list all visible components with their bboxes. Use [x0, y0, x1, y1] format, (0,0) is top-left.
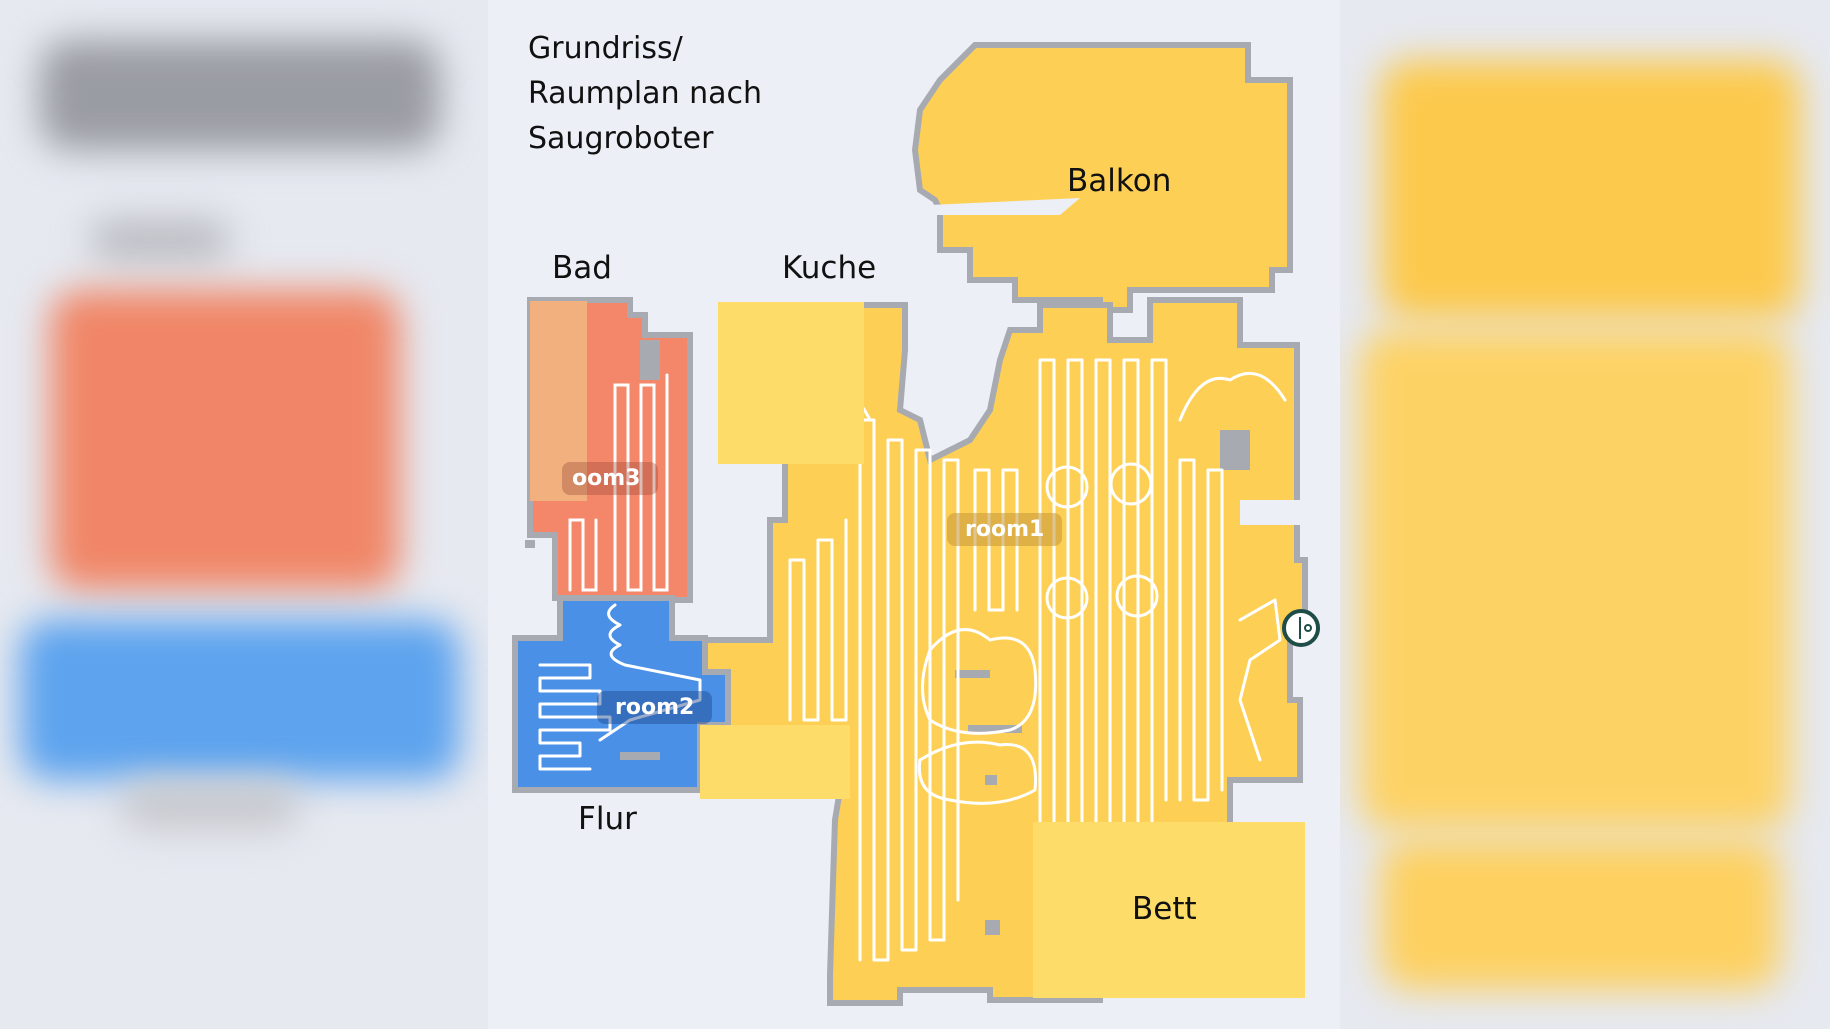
robot-bumper	[1299, 617, 1301, 639]
cleaning-path-room3	[568, 373, 669, 592]
robot-sensor	[1304, 624, 1312, 632]
balkon-floor	[911, 42, 1293, 313]
label-bett: Bett	[1132, 891, 1197, 927]
title-line-1: Grundriss/	[528, 31, 683, 66]
plan-title: Grundriss/ Raumplan nach Saugroboter	[528, 26, 762, 161]
blurred-left-panel	[0, 0, 488, 1029]
room2-tag[interactable]: room2	[597, 691, 713, 724]
room3-tag[interactable]: oom3	[562, 462, 659, 495]
label-balkon: Balkon	[1067, 163, 1172, 199]
title-line-3: Saugroboter	[528, 121, 714, 156]
title-line-2: Raumplan nach	[528, 76, 763, 111]
bad-overlay	[530, 301, 587, 501]
kuche-overlay	[718, 302, 864, 464]
robot-vacuum-icon[interactable]	[1282, 609, 1320, 647]
label-flur: Flur	[578, 801, 637, 837]
blurred-right-panel	[1340, 0, 1830, 1029]
flur-floor-overlay	[700, 725, 850, 799]
bett-overlay	[1033, 822, 1305, 998]
cleaning-path-room2	[538, 603, 702, 771]
label-bad: Bad	[552, 250, 612, 286]
room1-tag[interactable]: room1	[947, 513, 1063, 546]
label-kuche: Kuche	[782, 250, 877, 286]
